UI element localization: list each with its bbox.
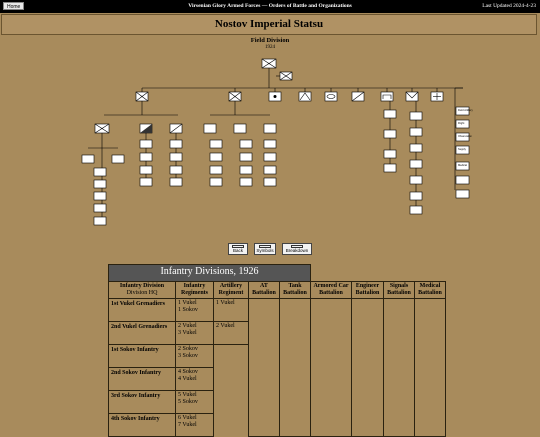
page-title: Nostov Imperial Statsu <box>214 18 324 30</box>
artillery-cell[interactable]: 1 Vukel <box>213 298 249 322</box>
title-box: Nostov Imperial Statsu <box>1 14 537 35</box>
infantry-divisions-table: Infantry Divisions, 1926 Infantry Divisi… <box>108 264 446 437</box>
regiment[interactable]: 4 Sokov <box>178 369 198 375</box>
infantry-brigade-center[interactable] <box>228 88 242 102</box>
org-chart-year: 1924 <box>265 45 275 50</box>
symbols-icon <box>259 245 271 248</box>
division-name[interactable]: 1st Vukel Grenadiers <box>108 298 176 322</box>
last-updated: Last Updated 2024-4-23 <box>482 3 536 9</box>
regiment[interactable]: 3 Vukel <box>178 330 197 336</box>
col-medical: Medical Battalion <box>414 281 446 299</box>
support-label-flight: Flight <box>458 121 465 125</box>
regiment[interactable]: 2 Sokov <box>178 346 198 352</box>
symbols-label: Symbols <box>256 248 274 253</box>
tank-battalion[interactable] <box>324 88 338 102</box>
org-chart: Field Artillery Flight Observation Suppl… <box>81 58 474 226</box>
division-name[interactable]: 1st Sokov Infantry <box>108 344 176 368</box>
col-armored-car: Armored Car Battalion <box>310 281 352 299</box>
back-button[interactable]: Back <box>228 243 248 255</box>
breakdown-label: Breakdown <box>285 248 309 253</box>
artillery-cell[interactable]: 2 Vukel <box>213 321 249 345</box>
infantry-brigade-left[interactable] <box>135 88 149 102</box>
regiment[interactable]: 7 Vukel <box>178 422 197 428</box>
center-brigade-subtree <box>203 101 277 187</box>
org-chart-title: Field Division <box>250 37 290 44</box>
division-hq-symbol[interactable] <box>261 58 277 69</box>
breakdown-button[interactable]: Breakdown <box>282 243 312 255</box>
breakdown-icon <box>291 245 303 248</box>
top-bar: Home Virsenian Glory Armed Forces — Orde… <box>0 0 540 13</box>
left-brigade-subtree <box>81 101 183 226</box>
symbols-button[interactable]: Symbols <box>254 243 276 255</box>
regiment[interactable]: 6 Vukel <box>178 415 197 421</box>
regiment[interactable]: 4 Vukel <box>178 376 197 382</box>
division-name[interactable]: 2nd Vukel Grenadiers <box>108 321 176 345</box>
signals-subtree <box>383 101 397 173</box>
regiment[interactable]: 5 Vukel <box>178 392 197 398</box>
regiment[interactable]: 5 Sokov <box>178 399 198 405</box>
home-button[interactable]: Home <box>3 2 25 10</box>
site-title: Virsenian Glory Armed Forces — Orders of… <box>188 3 352 9</box>
medical-subtree <box>409 101 423 215</box>
table-heading: Infantry Divisions, 1926 <box>108 264 311 282</box>
col-regiments: Infantry Regiments <box>175 281 214 299</box>
artillery-regiment[interactable] <box>268 88 282 102</box>
col-division: Infantry Division Division HQ <box>108 281 176 299</box>
col-at: AT Battalion <box>248 281 280 299</box>
hq-company-symbol[interactable] <box>279 71 293 81</box>
regiment[interactable]: 2 Vukel <box>178 323 197 329</box>
division-name[interactable]: 4th Sokov Infantry <box>108 413 176 437</box>
support-label-medical: Medical <box>458 163 467 167</box>
regiment[interactable]: 1 Sokov <box>178 307 198 313</box>
division-name[interactable]: 3rd Sokov Infantry <box>108 390 176 414</box>
back-label: Back <box>232 248 243 253</box>
col-artillery: Artillery Regiment <box>213 281 249 299</box>
col-tank: Tank Battalion <box>279 281 311 299</box>
support-label-supply: Supply <box>458 147 467 151</box>
antitank-battalion[interactable] <box>298 88 312 102</box>
col-signals: Signals Battalion <box>383 281 415 299</box>
medical-battalion[interactable] <box>430 88 444 102</box>
support-label-observation: Observation <box>458 134 473 138</box>
signals-battalion[interactable] <box>405 88 419 102</box>
engineer-battalion[interactable] <box>380 88 394 102</box>
support-label-artillery: Field Artillery <box>458 108 474 112</box>
col-engineer: Engineer Battalion <box>351 281 384 299</box>
support-column: Field Artillery Flight Observation Suppl… <box>454 87 474 199</box>
division-name[interactable]: 2nd Sokov Infantry <box>108 367 176 391</box>
regiment[interactable]: 1 Vukel <box>178 300 197 306</box>
back-icon <box>232 245 244 248</box>
regiment[interactable]: 3 Sokov <box>178 353 198 359</box>
armored-car-battalion[interactable] <box>351 88 365 102</box>
